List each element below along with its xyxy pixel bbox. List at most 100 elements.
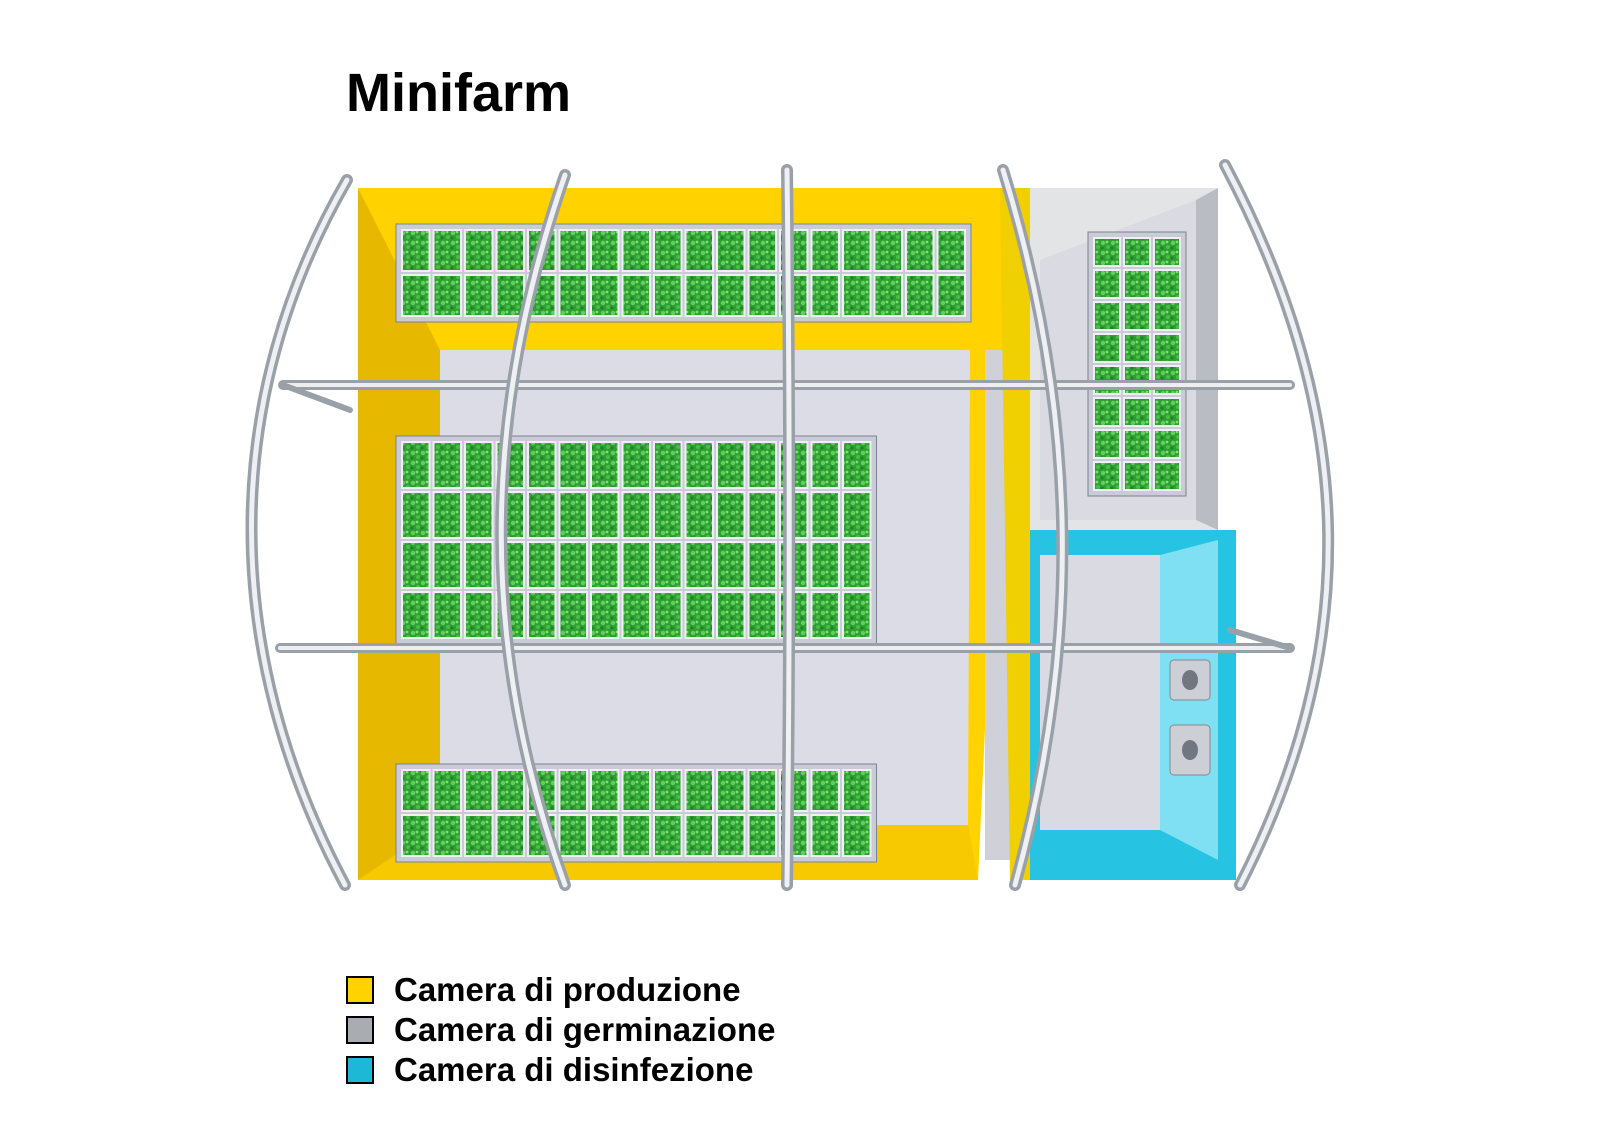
plant-tray: [590, 274, 620, 317]
plant-tray: [747, 814, 777, 857]
plant-tray: [747, 441, 777, 489]
plant-tray: [464, 274, 494, 317]
plant-tray: [432, 229, 462, 272]
plant-tray: [464, 814, 494, 857]
rack-top: [395, 223, 972, 323]
plant-tray: [653, 229, 683, 272]
plant-tray: [558, 491, 588, 539]
plant-tray: [590, 769, 620, 812]
plant-tray: [401, 441, 431, 489]
plant-tray: [747, 541, 777, 589]
plant-tray: [716, 591, 746, 639]
plant-tray: [1093, 429, 1121, 459]
plant-tray: [716, 491, 746, 539]
plant-tray: [432, 769, 462, 812]
plant-tray: [432, 814, 462, 857]
plant-tray: [873, 229, 903, 272]
plant-tray: [401, 491, 431, 539]
plant-tray: [527, 591, 557, 639]
plant-tray: [558, 541, 588, 589]
plant-tray: [716, 274, 746, 317]
plant-tray: [464, 441, 494, 489]
plant-tray: [653, 541, 683, 589]
plant-tray: [621, 491, 651, 539]
plant-tray: [558, 814, 588, 857]
legend-swatch-disinfection: [346, 1056, 374, 1084]
plant-tray: [716, 441, 746, 489]
plant-tray: [464, 541, 494, 589]
germination-wall-shade: [1196, 188, 1218, 530]
plant-tray: [1153, 333, 1181, 363]
plant-tray: [810, 491, 840, 539]
plant-tray: [1153, 301, 1181, 331]
plant-tray: [842, 274, 872, 317]
plant-tray: [810, 229, 840, 272]
plant-tray: [558, 441, 588, 489]
plant-tray: [621, 274, 651, 317]
plant-tray: [873, 274, 903, 317]
plant-tray: [590, 491, 620, 539]
plant-tray: [1153, 237, 1181, 267]
legend-swatch-germination: [346, 1016, 374, 1044]
plant-tray: [747, 491, 777, 539]
plant-tray: [1093, 397, 1121, 427]
plant-tray: [464, 491, 494, 539]
plant-tray: [621, 541, 651, 589]
plant-tray: [684, 274, 714, 317]
plant-tray: [716, 769, 746, 812]
plant-tray: [653, 769, 683, 812]
plant-tray: [810, 814, 840, 857]
disinfection-room: [1030, 530, 1236, 880]
plant-tray: [684, 441, 714, 489]
plant-tray: [1153, 429, 1181, 459]
plant-tray: [810, 591, 840, 639]
plant-tray: [558, 229, 588, 272]
legend-label-disinfection: Camera di disinfezione: [394, 1051, 754, 1088]
plant-tray: [684, 229, 714, 272]
plant-tray: [621, 814, 651, 857]
plant-tray: [716, 814, 746, 857]
plant-tray: [527, 441, 557, 489]
plant-tray: [1093, 237, 1121, 267]
plant-tray: [401, 769, 431, 812]
plant-tray: [1093, 269, 1121, 299]
plant-tray: [558, 769, 588, 812]
plant-tray: [401, 229, 431, 272]
plant-tray: [810, 541, 840, 589]
plant-tray: [747, 769, 777, 812]
plant-tray: [684, 591, 714, 639]
plant-tray: [495, 274, 525, 317]
plant-tray: [1123, 429, 1151, 459]
plant-tray: [905, 274, 935, 317]
plant-tray: [621, 229, 651, 272]
plant-tray: [432, 541, 462, 589]
plant-tray: [810, 769, 840, 812]
plant-tray: [684, 491, 714, 539]
plant-tray: [684, 769, 714, 812]
plant-tray: [464, 229, 494, 272]
plant-tray: [684, 541, 714, 589]
plant-tray: [747, 274, 777, 317]
plant-tray: [1123, 397, 1151, 427]
legend-label-germination: Camera di germinazione: [394, 1011, 776, 1048]
legend-label-production: Camera di produzione: [394, 971, 741, 1008]
plant-tray: [936, 274, 966, 317]
plant-tray: [401, 274, 431, 317]
plant-tray: [621, 591, 651, 639]
plant-tray: [747, 591, 777, 639]
plant-tray: [810, 441, 840, 489]
partition-wall: [1000, 188, 1030, 880]
plant-tray: [684, 814, 714, 857]
plant-tray: [432, 491, 462, 539]
plant-tray: [842, 491, 872, 539]
plant-tray: [527, 491, 557, 539]
brace-br: [1227, 627, 1293, 651]
plant-tray: [464, 769, 494, 812]
plant-tray: [810, 274, 840, 317]
plant-tray: [401, 591, 431, 639]
plant-tray: [621, 441, 651, 489]
plant-tray: [1123, 269, 1151, 299]
plant-tray: [842, 769, 872, 812]
rack-bottom: [395, 763, 877, 863]
